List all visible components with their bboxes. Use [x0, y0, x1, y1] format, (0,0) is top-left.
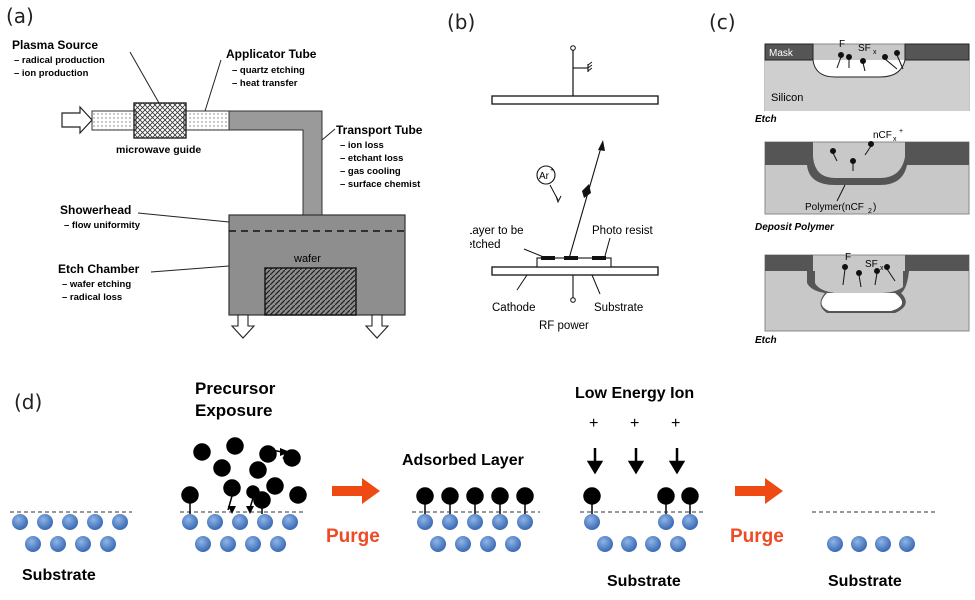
outlet-arrow-right [364, 314, 390, 339]
precursor-line-2: Exposure [195, 401, 272, 420]
ncfx-sup: + [899, 128, 903, 135]
precursor-line-1: Precursor [195, 379, 276, 398]
plasma-source-line-2: – ion production [14, 68, 89, 79]
substrate-label-3: Substrate [828, 573, 902, 590]
outlet-arrow-left [230, 314, 256, 339]
remaining-adsorbates [583, 487, 699, 514]
substrate-stage-4 [584, 514, 698, 552]
etch-step-2: F SF x Etch [755, 252, 970, 346]
etch-step-1: Mask Silicon F SF x Etch [745, 39, 975, 125]
wafer-block [264, 267, 357, 316]
sfx-label-1: SF [858, 43, 871, 54]
adsorbed-layer-label: Adsorbed Layer [402, 452, 524, 469]
plus-2: + [630, 415, 639, 432]
bosch-process-diagram: Mask Silicon F SF x Etch nCF x + Polymer… [745, 39, 975, 346]
sfx-sub-1: x [873, 49, 877, 56]
applicator-tube [183, 110, 230, 131]
panel-label-d: (d) [14, 390, 43, 414]
purge-label-2: Purge [730, 526, 784, 547]
deposit-polymer-step: nCF x + Polymer(nCF 2 ) Deposit Polymer [755, 128, 970, 233]
wafer-label: wafer [293, 253, 321, 265]
panel-label-c: (c) [709, 10, 736, 34]
substrate-label-2: Substrate [607, 573, 681, 590]
applicator-tube-line-1: – quartz etching [232, 65, 305, 76]
etch-chamber-title: Etch Chamber [58, 262, 140, 276]
mask-left [764, 43, 814, 61]
applicator-tube-title: Applicator Tube [226, 47, 317, 61]
low-energy-ion-label: Low Energy Ion [575, 385, 694, 402]
plasma-source-line-1: – radical production [14, 55, 105, 66]
adsorbed-molecules [416, 487, 534, 514]
etch-label-1: Etch [755, 114, 777, 125]
mask-right [904, 43, 970, 61]
etch-label-2: Etch [755, 335, 777, 346]
ion-label-sup: + [550, 167, 554, 174]
panel-label-b: (b) [447, 10, 476, 34]
substrate-stage-3 [417, 514, 533, 552]
atomic-layer-etch-diagram: Substrate Precursor Exposure Purge Adsor… [10, 379, 935, 590]
polymer-end: ) [873, 202, 876, 213]
top-electrode [491, 95, 659, 105]
substrate-label-1: Substrate [22, 567, 96, 584]
sfx-label-2: SF [865, 259, 878, 270]
microwave-guide-label: microwave guide [116, 144, 201, 156]
deposit-polymer-label: Deposit Polymer [755, 222, 835, 233]
polymer-label: Polymer(nCF [805, 202, 864, 213]
transport-tube-line-3: – gas cooling [340, 166, 401, 177]
purge-arrow-2 [735, 478, 783, 504]
substrate-stage-5 [827, 536, 915, 552]
purge-label-1: Purge [326, 526, 380, 547]
showerhead-title: Showerhead [60, 203, 131, 217]
transport-tube-line-2: – etchant loss [340, 153, 403, 164]
ion-label: Ar [539, 171, 550, 182]
plus-1: + [589, 415, 598, 432]
rf-power-label: RF power [539, 320, 589, 332]
substrate-stage-2 [182, 514, 298, 552]
photo-resist-label: Photo resist [592, 225, 654, 237]
inlet-tube [91, 110, 137, 131]
transport-tube-title: Transport Tube [336, 123, 423, 137]
ncfx-sub: x [893, 136, 897, 143]
bottom-electrode [491, 266, 659, 276]
ncfx-label: nCF [873, 130, 892, 141]
purge-arrow-1 [332, 478, 380, 504]
ion-arrows [586, 448, 686, 475]
etch-chamber-line-2: – radical loss [62, 292, 122, 303]
layer-to-be-etched-line-1: Layer to be [470, 225, 524, 237]
plasma-source-title: Plasma Source [12, 38, 98, 52]
plus-3: + [671, 415, 680, 432]
ion-circle [536, 165, 556, 185]
transport-tube-line-1: – ion loss [340, 140, 384, 151]
silicon-label: Silicon [771, 92, 803, 104]
f-label-2: F [845, 252, 851, 263]
transport-tube-line-4: – surface chemist [340, 179, 421, 190]
microwave-guide [133, 102, 187, 139]
polymer-sub: 2 [868, 208, 872, 215]
gas-inlet-arrow [61, 105, 93, 135]
cathode-label: Cathode [492, 302, 535, 314]
showerhead-line-1: – flow uniformity [64, 220, 141, 231]
substrate-stage-1 [12, 514, 128, 552]
f-label-1: F [839, 39, 845, 50]
transport-tube [228, 110, 323, 216]
substrate-label: Substrate [594, 302, 643, 314]
remote-plasma-etcher-diagram: Plasma Source – radical production – ion… [12, 38, 423, 339]
sfx-sub-2: x [880, 265, 884, 272]
mask-label: Mask [769, 48, 794, 59]
etch-chamber-line-1: – wafer etching [62, 279, 131, 290]
panel-label-a: (a) [6, 4, 34, 28]
applicator-tube-line-2: – heat transfer [232, 78, 298, 89]
precursor-molecules [181, 437, 307, 514]
